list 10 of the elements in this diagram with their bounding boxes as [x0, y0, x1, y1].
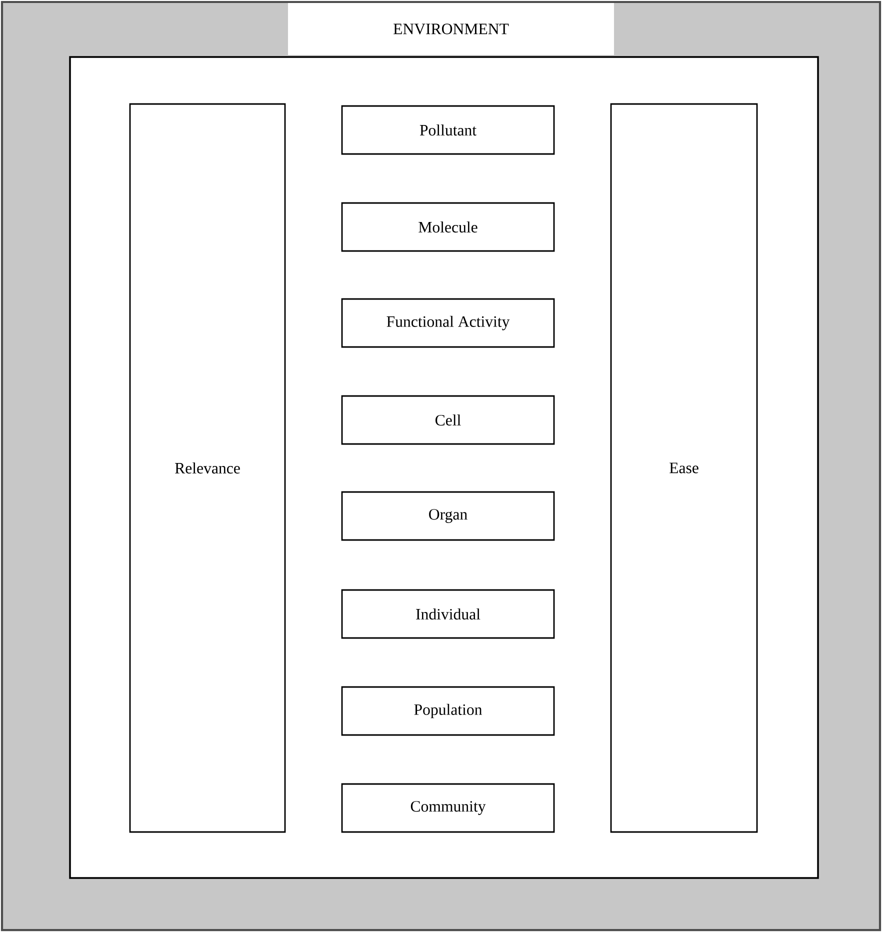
tall-box: Relevance — [129, 103, 286, 833]
level-box: Organ — [341, 491, 555, 541]
level-box: Cell — [341, 395, 555, 445]
level-box: Functional Activity — [341, 298, 555, 348]
tall-box: Ease — [610, 103, 758, 833]
level-box: Population — [341, 686, 555, 736]
level-box: Molecule — [341, 202, 555, 252]
level-box: Pollutant — [341, 105, 555, 155]
level-box: Community — [341, 783, 555, 833]
level-box: Individual — [341, 589, 555, 639]
